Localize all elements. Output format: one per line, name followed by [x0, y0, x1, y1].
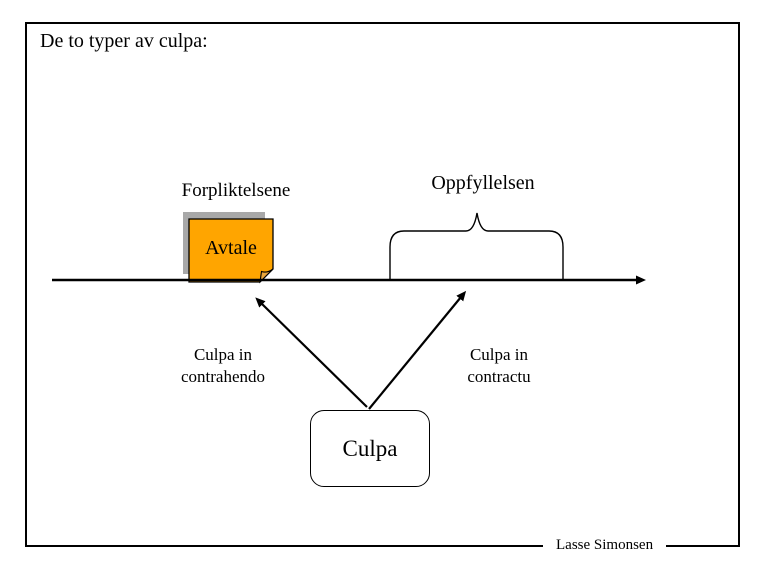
label-oppfyllelsen: Oppfyllelsen	[431, 172, 535, 194]
footer-author: Lasse Simonsen	[543, 536, 667, 554]
oppfyllelsen-brace	[389, 212, 564, 280]
culpa-box-label: Culpa	[342, 435, 398, 461]
label-line: Culpa in	[469, 345, 529, 364]
slide-frame	[25, 22, 740, 547]
label-line: contractu	[467, 367, 531, 386]
slide-title: De to typer av culpa:	[40, 30, 208, 52]
culpa-box: Culpa	[310, 410, 430, 487]
avtale-note-label: Avtale	[205, 237, 257, 259]
label-culpa-in-contractu: Culpa in contractu	[399, 344, 599, 388]
label-culpa-in-contrahendo: Culpa in contrahendo	[123, 344, 323, 388]
label-line: Culpa in	[193, 345, 253, 364]
label-line: contrahendo	[180, 367, 266, 386]
arrow-culpa-to-contrahendo	[255, 297, 368, 408]
label-forpliktelsene: Forpliktelsene	[181, 180, 291, 201]
arrow-culpa-to-contractu	[368, 290, 467, 410]
